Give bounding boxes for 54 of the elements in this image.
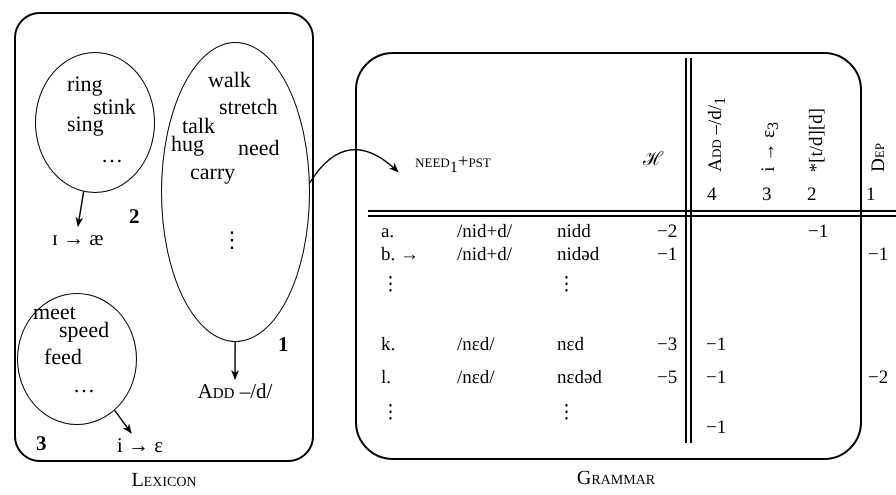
word-label: need [238, 137, 280, 159]
table-cell-text: ⋮ [381, 275, 400, 294]
table-cell-text: /nid+d/ [457, 222, 512, 241]
rule-label: i → ɛ [112, 433, 168, 457]
table-cell-text: −1 [868, 245, 888, 264]
word-label: ring [67, 73, 102, 95]
table-cell-text: 4 [707, 185, 716, 204]
table-cell-text: k. [381, 335, 396, 354]
table-cell-text: 3 [762, 185, 772, 204]
table-cell-text: nidd [557, 222, 591, 241]
word-label: … [73, 374, 95, 396]
group-number: 3 [36, 433, 46, 454]
word-label: ⋮ [221, 229, 243, 251]
word-label: … [101, 144, 123, 166]
table-cell-text: ⋮ [381, 403, 400, 422]
group-number: 2 [129, 206, 140, 227]
table-cell-text: −2 [657, 222, 678, 241]
arrow [114, 410, 132, 434]
table-cell-text: a. [381, 222, 394, 241]
table-cell-text: nidəd [557, 245, 600, 264]
arrow [76, 192, 84, 227]
table-cell-text: /nɛd/ [457, 335, 495, 354]
panel-heading: Grammar [576, 468, 656, 488]
column-header: Dep [868, 143, 888, 172]
table-cell-text: nɛdəd [557, 368, 602, 387]
input-form: need$_{1}$+pst [398, 150, 508, 180]
rule-label: Add –/d/ [188, 379, 282, 403]
word-label: walk [208, 69, 251, 91]
word-label: feed [44, 346, 82, 368]
table-cell-text: −1 [706, 368, 726, 387]
table-cell-text: ⋮ [557, 275, 576, 294]
table-cell-text: 2 [807, 185, 816, 204]
table-cell-text: /nid+d/ [457, 245, 512, 264]
table-cell-text: −1 [706, 335, 726, 354]
table-cell-text: b. → [381, 245, 419, 264]
table-cell-text: −5 [657, 368, 678, 387]
word-label: stretch [219, 96, 278, 118]
column-header: *[t/d][d] [806, 108, 826, 172]
arrow [231, 342, 240, 380]
table-cell-text: /nɛd/ [457, 368, 495, 387]
table-cell-text: nɛd [557, 335, 584, 354]
table-cell-text: 1 [866, 185, 876, 204]
table-cell-text: −1 [657, 245, 678, 264]
table-cell-text: −1 [808, 222, 828, 241]
table-cell-text: ℋ [643, 150, 663, 169]
arrow [309, 149, 399, 184]
word-label: carry [190, 161, 236, 183]
table-cell-text: l. [381, 368, 392, 387]
table-cell-text: −1 [706, 418, 726, 437]
table-cell-text: −3 [657, 335, 678, 354]
table-cell-text: ⋮ [557, 403, 576, 422]
table-cell-text: −2 [868, 368, 888, 387]
group-number: 1 [278, 334, 288, 355]
panel-heading: Lexicon [131, 470, 197, 490]
